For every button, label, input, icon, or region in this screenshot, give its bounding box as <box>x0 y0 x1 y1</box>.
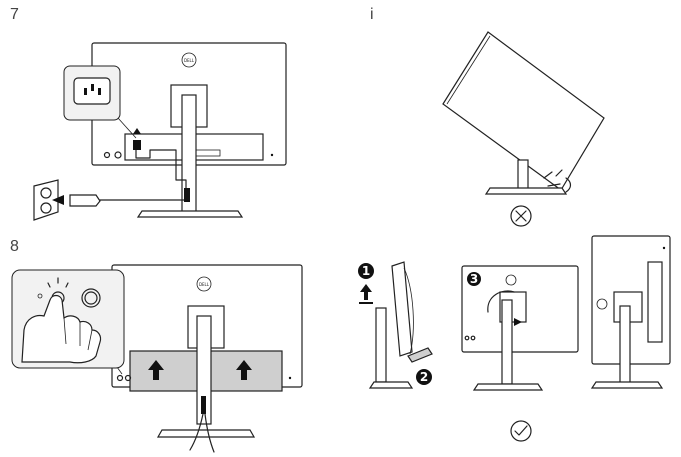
step-badge-2 <box>416 369 432 385</box>
socket-pin-1 <box>84 88 87 95</box>
check-mark <box>514 425 528 436</box>
power-symbol <box>37 293 43 299</box>
tilted-monitor-bezel <box>446 35 491 105</box>
button-8b <box>124 374 132 382</box>
arrow-up-side-base <box>359 302 373 304</box>
stand-base-portrait <box>590 381 664 389</box>
stand-base-mid <box>472 383 544 391</box>
led-dot-7 <box>270 153 274 157</box>
led-dot-portrait <box>662 246 666 250</box>
rotation-arrowhead <box>514 318 522 326</box>
hand-pressing <box>21 294 102 364</box>
step-badge-1-label: 1 <box>362 264 370 278</box>
arrow-left-7 <box>52 195 64 205</box>
stand-neck-i <box>517 159 529 191</box>
socket-pin-2 <box>91 84 94 91</box>
side-view-base <box>368 381 414 389</box>
rotation-arrow-mid <box>487 290 515 313</box>
stepi-illustration <box>442 31 605 227</box>
cables-hanging-8 <box>189 413 215 453</box>
circle-button-inner <box>84 291 98 305</box>
side-view-stand <box>375 307 387 383</box>
stand-base-8 <box>156 429 256 438</box>
cable-clip-7 <box>184 188 190 202</box>
rotation-arrow-i <box>565 177 572 193</box>
step8-correct-illustration: 1 2 3 <box>358 235 671 442</box>
cable-clip-8 <box>201 396 206 414</box>
stand-neck-portrait <box>619 305 631 387</box>
step-number-8: 8 <box>10 238 19 255</box>
portrait-io-panel <box>647 261 663 343</box>
press-marks <box>47 277 69 288</box>
step-badge-2-label: 2 <box>420 370 428 384</box>
impact-marks <box>543 169 563 187</box>
circle-button-callout <box>81 288 101 308</box>
step-badge-3-label: 3 <box>470 272 478 286</box>
dell-logo-8-text: DELL <box>199 282 210 287</box>
step-badge-1 <box>358 263 374 279</box>
check-circle-icon <box>510 420 532 442</box>
cross-circle-icon <box>510 205 532 227</box>
cross-mark <box>515 210 527 222</box>
led-dot-8 <box>288 376 292 380</box>
arrow-up-7 <box>133 128 141 134</box>
plug-head-7 <box>133 140 141 150</box>
step8-illustration: DELL <box>11 264 303 453</box>
wall-outlet-7 <box>33 179 59 221</box>
stand-base-7 <box>136 210 244 218</box>
step-badge-3 <box>467 272 481 286</box>
hand-fingers <box>63 317 93 351</box>
wall-plug-7 <box>69 194 101 207</box>
power-cable-7 <box>135 147 187 195</box>
button-mid-a <box>464 335 470 341</box>
side-view-monitor <box>391 261 413 357</box>
stand-neck-mid <box>501 299 513 385</box>
button-mid-b <box>470 335 476 341</box>
arrow-up-side <box>360 284 372 300</box>
arrow-up-right-8 <box>236 360 252 380</box>
socket-pin-3 <box>98 88 101 95</box>
power-button-7 <box>103 151 111 159</box>
step7-illustration: DELL <box>33 42 287 221</box>
callout-line-7 <box>117 117 137 139</box>
dell-logo-8 <box>196 276 212 292</box>
outlet-socket-top <box>40 187 52 199</box>
outlet-socket-bottom <box>40 202 52 214</box>
power-cable-7b <box>99 193 187 201</box>
stand-neck-8 <box>196 315 212 425</box>
arrow-tilt-side <box>407 347 433 363</box>
dell-logo-mid <box>505 274 517 286</box>
round-button-7 <box>114 151 122 159</box>
button-8a <box>116 374 124 382</box>
side-view-motion <box>403 267 414 355</box>
step-number-i: i <box>370 6 374 23</box>
dell-logo-7 <box>181 52 197 68</box>
step-number-7: 7 <box>10 6 19 23</box>
stand-base-i <box>484 187 568 195</box>
dell-logo-7-text: DELL <box>184 58 195 63</box>
dell-logo-portrait <box>596 298 608 310</box>
arrow-up-left-8 <box>148 360 164 380</box>
